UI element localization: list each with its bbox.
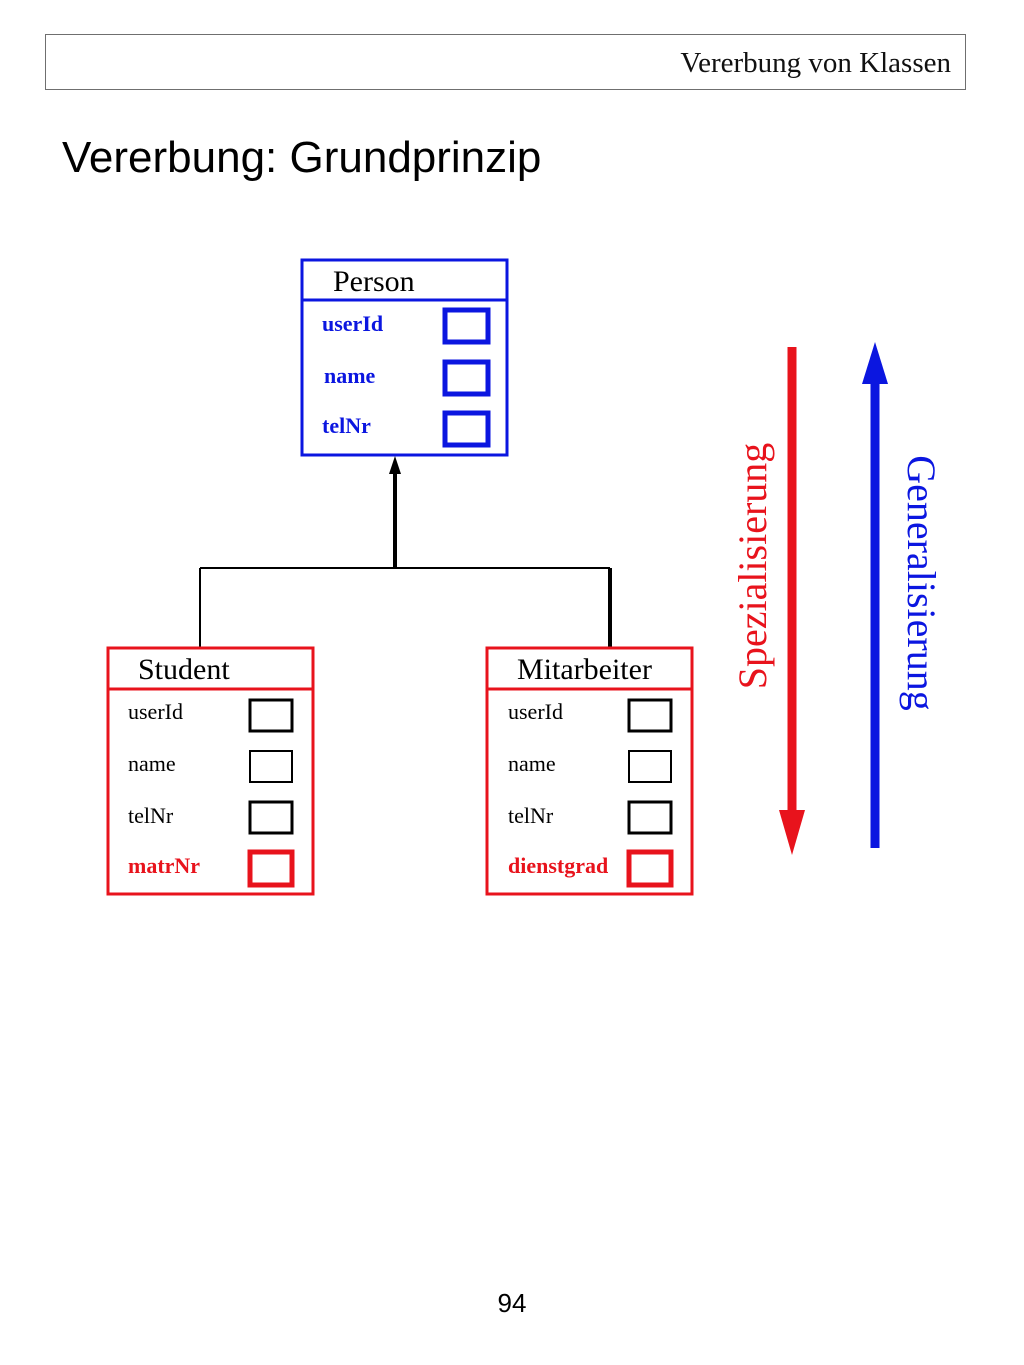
student-slot-name (249, 750, 293, 783)
mitarbeiter-slot-telnr (627, 800, 673, 835)
slide-title: Vererbung: Grundprinzip (62, 133, 542, 182)
mitarbeiter-attr-dienstgrad: dienstgrad (508, 853, 608, 878)
specialization-arrowhead (779, 810, 805, 855)
student-attr-name: name (128, 751, 176, 776)
header-title: Vererbung von Klassen (680, 47, 951, 79)
mitarbeiter-slot-userid (627, 698, 673, 733)
class-student-name: Student (138, 653, 230, 686)
person-slot-name (442, 359, 491, 397)
header-box: Vererbung von Klassen (45, 34, 966, 90)
class-mitarbeiter: Mitarbeiter userId name telNr dienstgrad (485, 646, 694, 896)
specialization-arrow: Spezialisierung (730, 347, 805, 855)
class-person-name: Person (333, 265, 415, 298)
class-mitarbeiter-name: Mitarbeiter (517, 653, 652, 686)
generalization-arrowhead (862, 342, 888, 384)
mitarbeiter-attr-name: name (508, 751, 556, 776)
generalization-arrow: Generalisierung (862, 342, 944, 848)
student-slot-userid (248, 698, 294, 733)
student-slot-telnr (248, 800, 294, 835)
generalization-label: Generalisierung (899, 455, 944, 710)
inheritance-connector (199, 456, 612, 648)
class-person: Person userId name telNr (300, 258, 509, 457)
student-attr-telnr: telNr (128, 803, 174, 828)
page-number: 94 (497, 1288, 527, 1318)
person-attr-name: name (324, 363, 376, 388)
class-student: Student userId name telNr matrNr (106, 646, 315, 896)
person-attr-telnr: telNr (322, 413, 371, 438)
person-slot-telnr (442, 410, 491, 448)
student-slot-matrnr (247, 849, 295, 888)
person-attr-userid: userId (322, 311, 383, 336)
student-attr-matrnr: matrNr (128, 853, 200, 878)
specialization-label: Spezialisierung (730, 443, 775, 690)
person-slot-userid (442, 307, 491, 345)
mitarbeiter-attr-userid: userId (508, 699, 563, 724)
mitarbeiter-attr-telnr: telNr (508, 803, 554, 828)
student-attr-userid: userId (128, 699, 183, 724)
mitarbeiter-slot-dienstgrad (626, 849, 674, 888)
class-person-box (300, 258, 509, 457)
mitarbeiter-slot-name (628, 750, 672, 783)
inheritance-arrowhead (389, 456, 401, 474)
